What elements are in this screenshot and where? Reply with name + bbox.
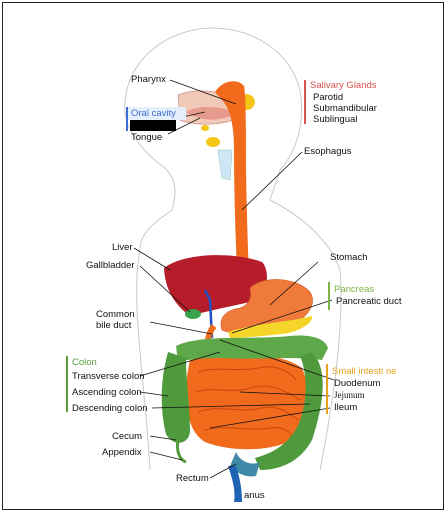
label-gallbladder: Gallbladder: [86, 260, 135, 271]
pancreas-title: Pancreas: [334, 284, 374, 295]
colon-bracket: [66, 356, 68, 412]
colon-title: Colon: [72, 357, 97, 368]
salivary-item-sublingual: Sublingual: [313, 114, 357, 125]
label-pancreatic-duct: Pancreatic duct: [336, 296, 401, 307]
label-descending-colon: Descending colon: [72, 403, 148, 414]
salivary-bracket: [304, 80, 306, 124]
small-intestine-title: Small intesti ne: [332, 366, 396, 377]
label-tongue: Tongue: [131, 132, 162, 143]
label-liver: Liver: [112, 242, 133, 253]
label-stomach: Stomach: [330, 252, 368, 263]
label-appendix: Appendix: [102, 447, 142, 458]
label-common-bile-duct: Common bile duct: [96, 309, 135, 331]
sublingual-gland: [201, 125, 209, 131]
pancreas-bracket: [328, 282, 330, 310]
trachea-shape: [218, 150, 232, 180]
leader-bile-duct: [150, 322, 212, 334]
label-transverse-colon: Transverse colon: [72, 371, 145, 382]
label-anus: anus: [244, 490, 265, 501]
salivary-item-submandibular: Submandibular: [313, 103, 377, 114]
leader-liver: [134, 248, 170, 270]
label-esophagus: Esophagus: [304, 146, 352, 157]
small-intestine-bracket: [326, 364, 328, 414]
submandibular-gland: [206, 137, 220, 147]
label-jejunum: Jejunum: [334, 390, 365, 401]
small-intestine-shape: [186, 354, 307, 449]
gallbladder-shape: [185, 309, 201, 319]
label-cecum: Cecum: [112, 431, 142, 442]
label-rectum: Rectum: [176, 473, 209, 484]
salivary-item-parotid: Parotid: [313, 92, 343, 103]
label-ileum: Ileum: [334, 402, 357, 413]
redacted-box: [130, 120, 176, 131]
label-duodenum: Duodenum: [334, 378, 380, 389]
label-ascending-colon: Ascending colon: [72, 387, 142, 398]
appendix-shape: [177, 440, 186, 462]
label-oral-cavity: Oral cavity: [131, 108, 176, 119]
salivary-glands-title: Salivary Glands: [310, 80, 377, 91]
label-pharynx: Pharynx: [131, 74, 166, 85]
